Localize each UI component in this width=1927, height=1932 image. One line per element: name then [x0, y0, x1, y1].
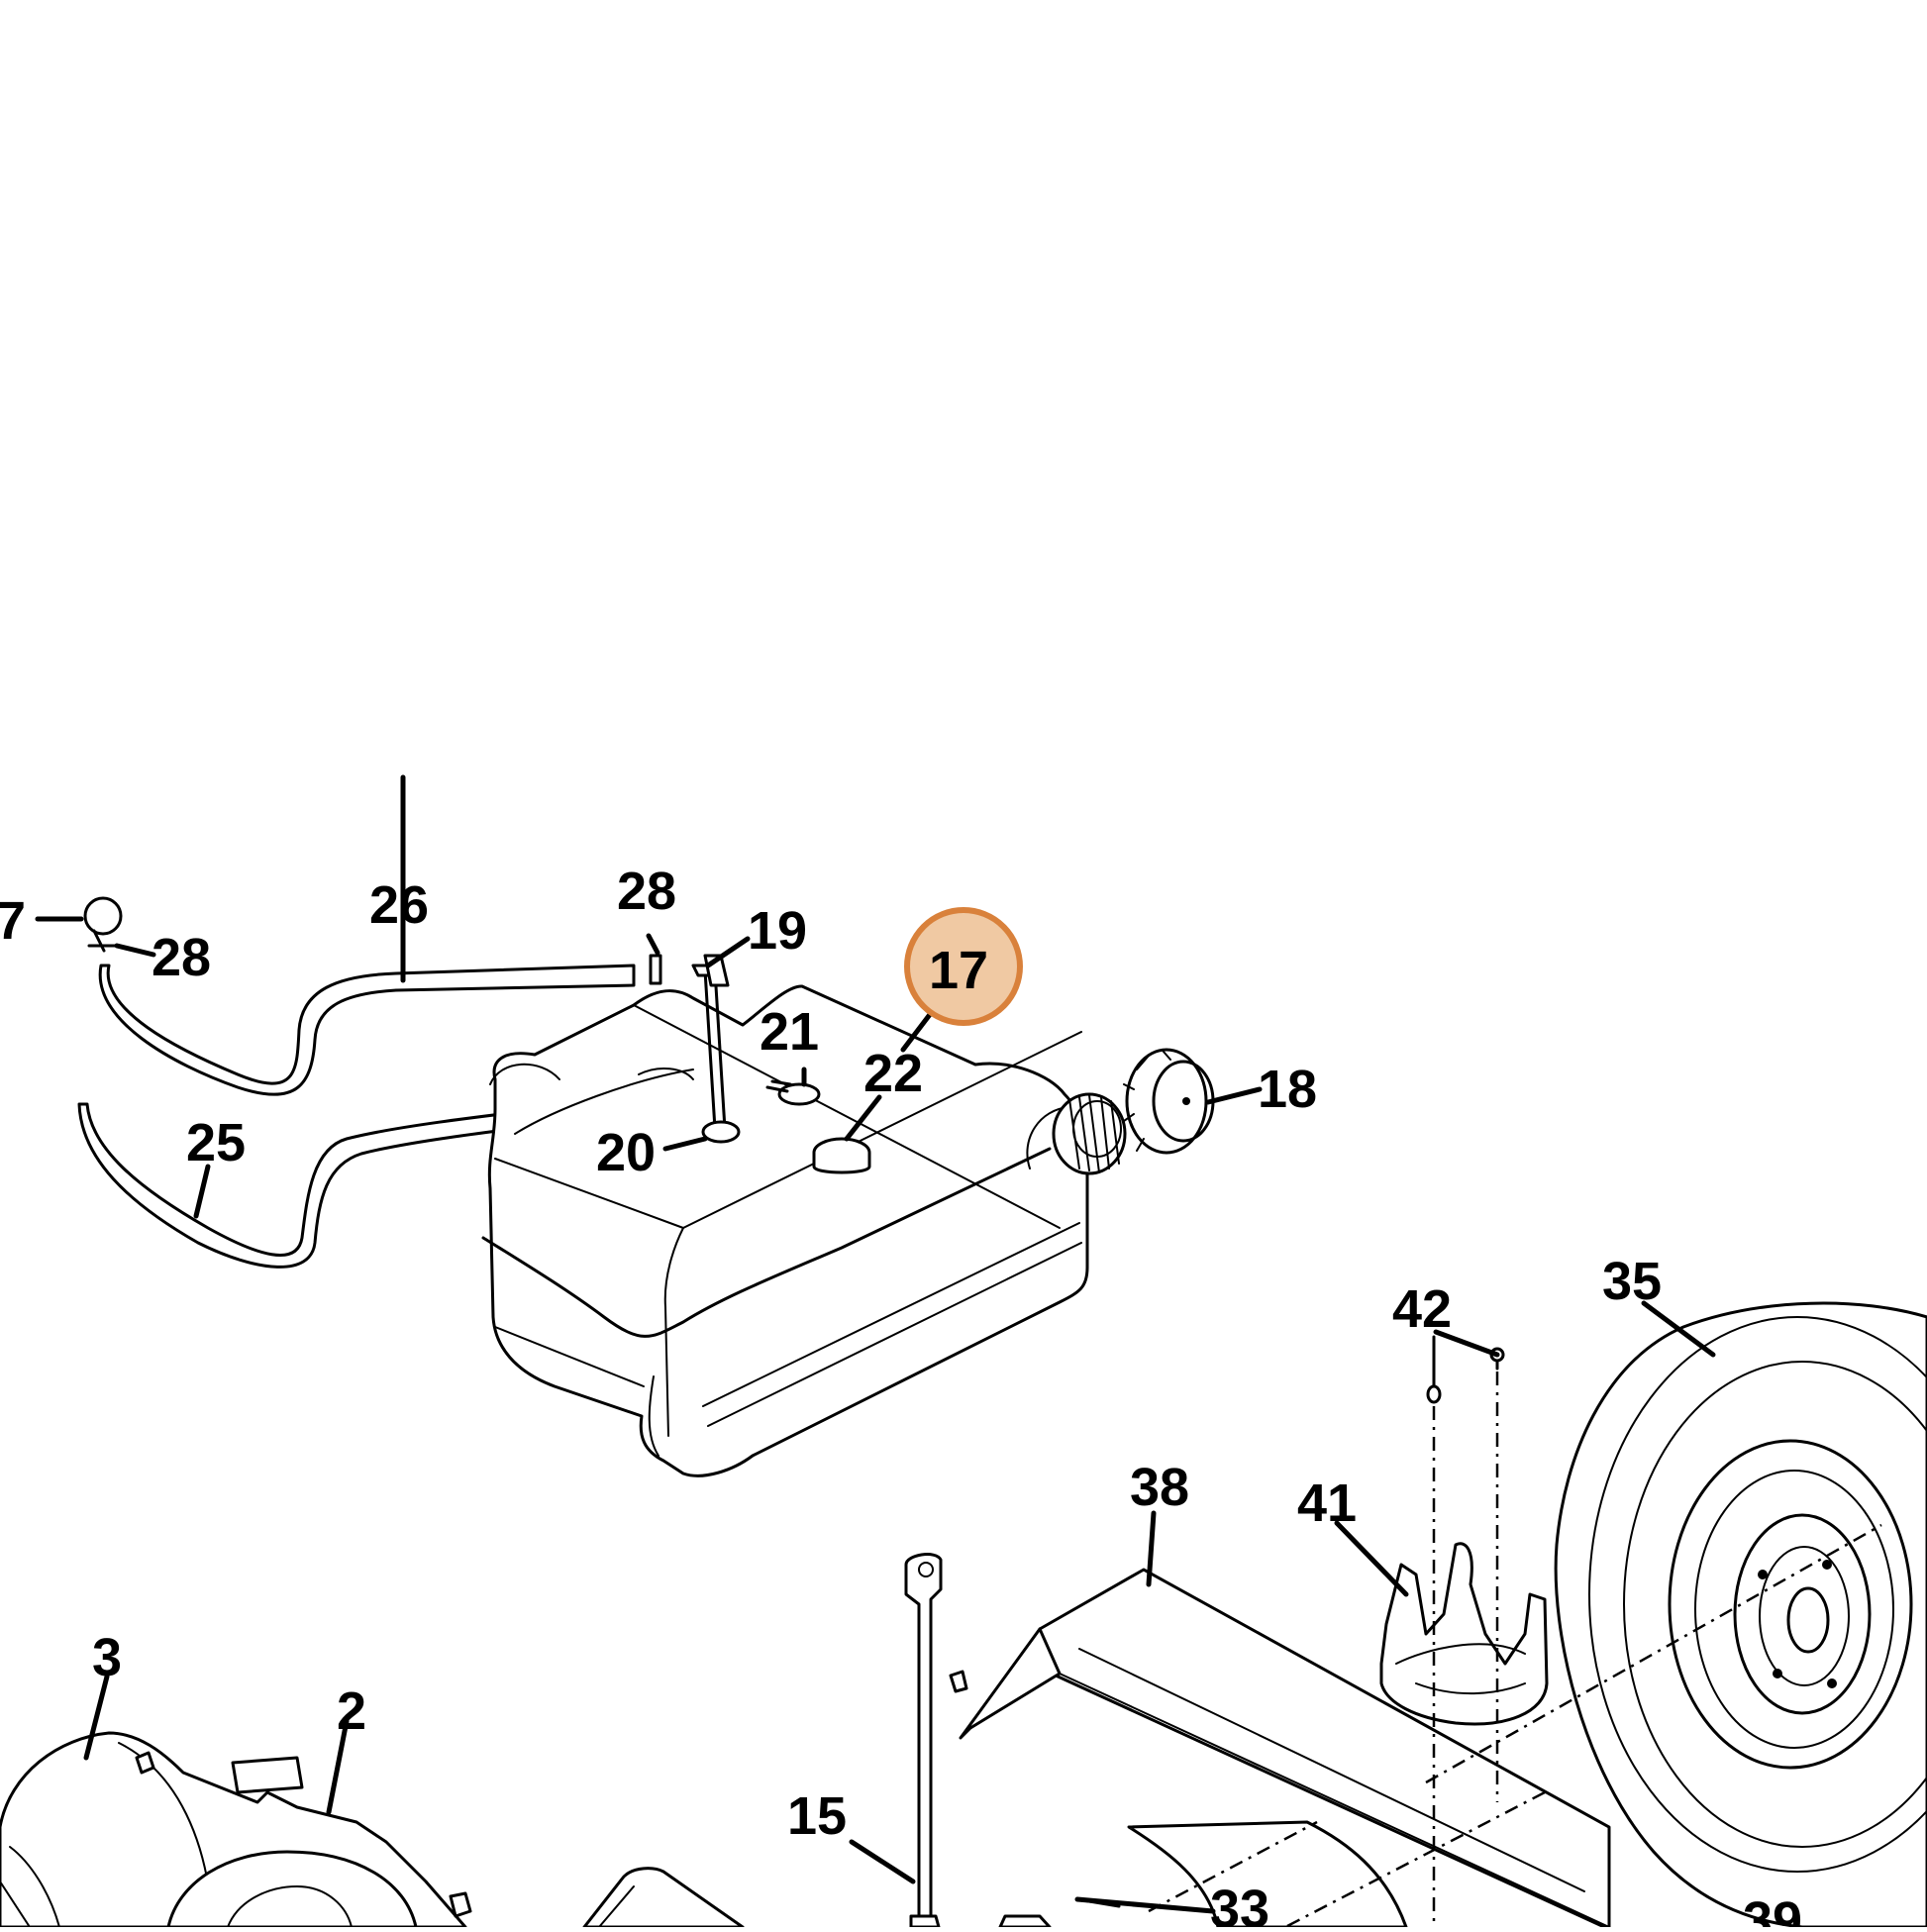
callout-17[interactable]: 17 — [929, 941, 988, 1000]
tie-rod-15 — [904, 1553, 968, 1929]
spindle-bracket — [1379, 1542, 1549, 1726]
callout-2[interactable]: 2 — [337, 1681, 366, 1741]
mower-deck-fragment — [582, 1867, 745, 1929]
highlight-circle-17 — [904, 907, 1023, 1026]
callout-33[interactable]: 33 — [1210, 1880, 1269, 1932]
front-axle — [959, 1568, 1611, 1929]
callout-42[interactable]: 42 — [1392, 1279, 1452, 1339]
callout-26[interactable]: 26 — [369, 875, 429, 935]
leader-lines — [35, 774, 1716, 1914]
fuel-cap — [1123, 1048, 1215, 1155]
callout-38[interactable]: 38 — [1130, 1458, 1189, 1517]
fitting-21 — [765, 1079, 821, 1106]
callout-19[interactable]: 19 — [748, 901, 807, 961]
callout-7[interactable]: 7 — [0, 891, 26, 951]
callout-labels: 7 28 26 28 19 17 21 22 18 25 20 35 42 38… — [0, 862, 1802, 1932]
callout-35[interactable]: 35 — [1602, 1252, 1662, 1311]
front-wheel — [1148, 1301, 1927, 1929]
callout-39[interactable]: 39 — [1743, 1891, 1802, 1932]
callout-21[interactable]: 21 — [760, 1002, 819, 1062]
callout-3[interactable]: 3 — [92, 1628, 122, 1687]
clamp-28 — [649, 954, 662, 985]
callout-28-top[interactable]: 28 — [617, 862, 676, 921]
callout-28-left[interactable]: 28 — [152, 928, 211, 987]
filler-neck — [1052, 1092, 1127, 1175]
callout-41[interactable]: 41 — [1297, 1474, 1357, 1533]
callout-22[interactable]: 22 — [863, 1044, 923, 1103]
engine — [0, 1731, 472, 1929]
callout-25[interactable]: 25 — [186, 1113, 246, 1172]
gauge-22 — [812, 1137, 871, 1174]
fuel-tank — [481, 984, 1089, 1477]
callout-18[interactable]: 18 — [1258, 1060, 1317, 1119]
fuel-line-26 — [98, 964, 636, 1096]
shutoff-valve — [83, 896, 123, 953]
callout-15[interactable]: 15 — [787, 1786, 847, 1846]
callout-20[interactable]: 20 — [596, 1123, 656, 1182]
